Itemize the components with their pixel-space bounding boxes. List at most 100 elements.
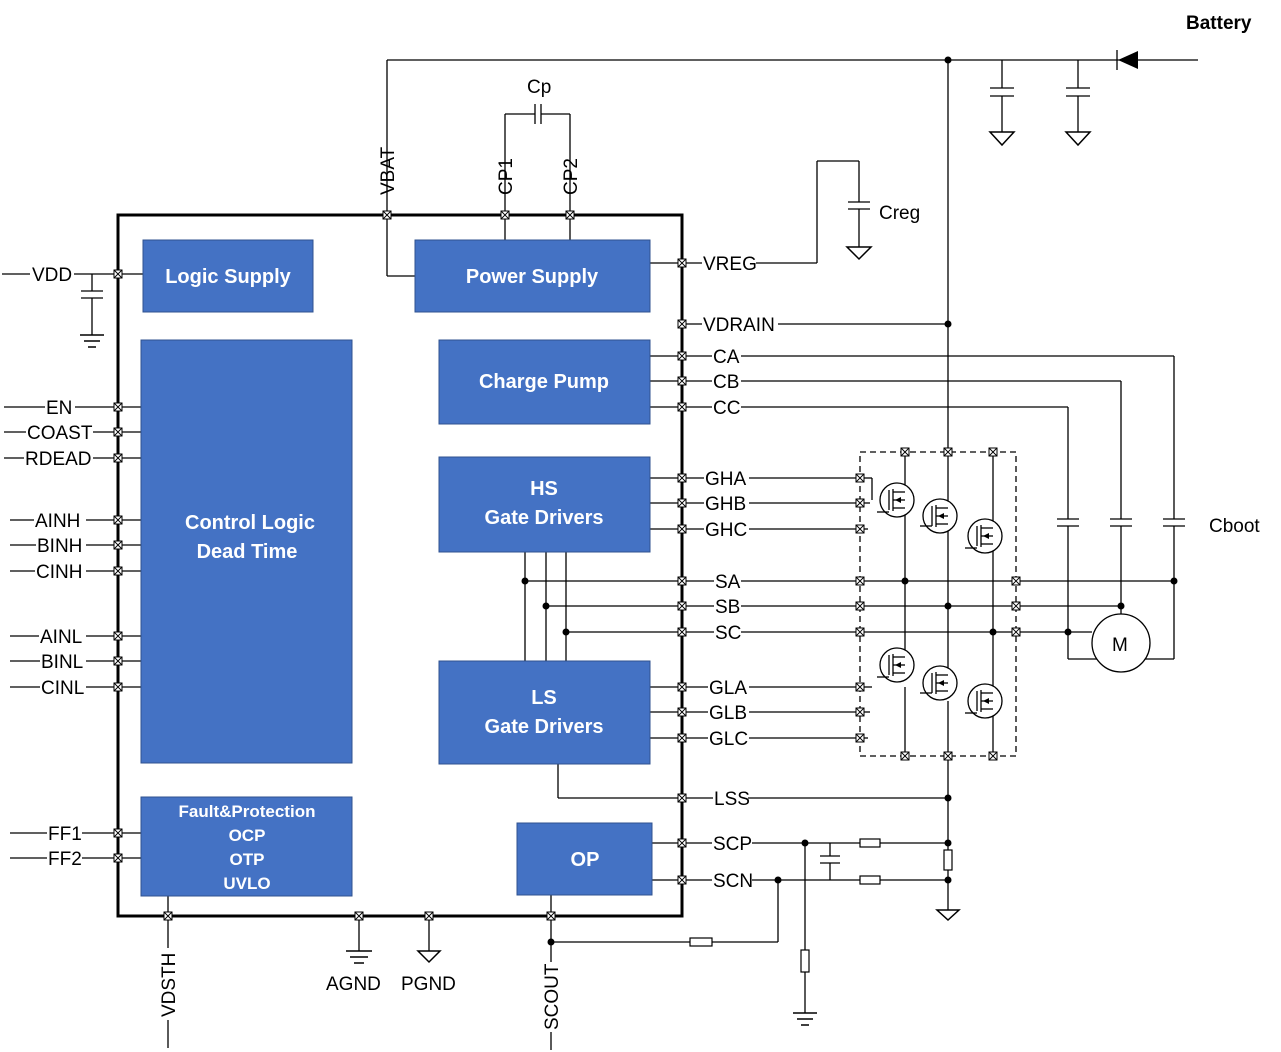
pin-pad-cross xyxy=(900,751,910,761)
control-logic-title: Control Logic xyxy=(185,512,315,534)
pin-pad-cross xyxy=(855,733,865,743)
pin-pad-cross xyxy=(382,210,392,220)
pin-pad-cross xyxy=(1011,601,1021,611)
fault-otp-label: OTP xyxy=(230,850,265,869)
pin-pad-cross xyxy=(113,828,123,838)
pin-pad-cross xyxy=(855,498,865,508)
pin-pad-cross xyxy=(677,319,687,329)
creg-label: Creg xyxy=(879,203,920,224)
pin-binh-label: BINH xyxy=(37,536,82,557)
ls-mosfet-b-icon xyxy=(920,665,958,701)
pin-cp2-label: CP2 xyxy=(561,158,582,195)
pin-pads xyxy=(113,210,1021,921)
pin-pad-cross xyxy=(113,402,123,412)
power-supply-label: Power Supply xyxy=(466,266,599,288)
pin-pad-cross xyxy=(900,447,910,457)
pin-pad-cross xyxy=(943,751,953,761)
pin-sb-label: SB xyxy=(715,597,740,618)
hs-mosfet-a-icon xyxy=(877,482,915,518)
pin-scn-label: SCN xyxy=(713,871,753,892)
pin-pad-cross xyxy=(163,911,173,921)
pin-glb-label: GLB xyxy=(709,703,747,724)
pin-pad-cross xyxy=(677,682,687,692)
pin-lss-label: LSS xyxy=(714,789,750,810)
pin-pad-cross xyxy=(677,838,687,848)
pin-ca-label: CA xyxy=(713,347,740,368)
pin-pad-cross xyxy=(424,911,434,921)
pin-pad-cross xyxy=(113,515,123,525)
pin-pad-cross xyxy=(943,447,953,457)
pin-pad-cross xyxy=(677,498,687,508)
pin-sa-label: SA xyxy=(715,572,741,593)
pin-pad-cross xyxy=(565,210,575,220)
pin-pad-cross xyxy=(677,258,687,268)
pin-pad-cross xyxy=(677,473,687,483)
pin-pad-cross xyxy=(113,540,123,550)
charge-pump-block: Charge Pump xyxy=(438,339,651,425)
pin-cp1-label: CP1 xyxy=(496,158,517,195)
pin-ff2-label: FF2 xyxy=(48,849,82,870)
pin-pad-cross xyxy=(677,707,687,717)
pin-pad-cross xyxy=(113,631,123,641)
pin-en-label: EN xyxy=(46,398,72,419)
cboot-label: Cboot xyxy=(1209,516,1260,537)
mosfet-bridge xyxy=(859,451,1017,798)
battery-rail: Battery xyxy=(386,13,1252,455)
pin-vdsth-label: VDSTH xyxy=(159,953,180,1017)
pin-glc-label: GLC xyxy=(709,729,748,750)
pin-pad-cross xyxy=(113,453,123,463)
pin-coast-label: COAST xyxy=(27,423,93,444)
fault-ocp-label: OCP xyxy=(229,826,266,845)
pin-pad-cross xyxy=(113,427,123,437)
ls-gate-drivers-subtitle: Gate Drivers xyxy=(485,716,604,738)
pin-pad-cross xyxy=(113,853,123,863)
pin-binl-label: BINL xyxy=(41,652,83,673)
pin-vbat-label: VBAT xyxy=(378,146,399,195)
charge-pump-label: Charge Pump xyxy=(479,371,609,393)
fault-uvlo-label: UVLO xyxy=(223,874,270,893)
pin-pad-cross xyxy=(677,733,687,743)
pin-ghc-label: GHC xyxy=(705,520,747,541)
ls-mosfet-c-icon xyxy=(965,683,1003,719)
pin-pad-cross xyxy=(677,376,687,386)
pin-pad-cross xyxy=(677,793,687,803)
control-logic-block: Control Logic Dead Time xyxy=(140,339,353,764)
pin-cc-label: CC xyxy=(713,398,740,419)
pin-ff1-label: FF1 xyxy=(48,824,82,845)
pin-gha-label: GHA xyxy=(705,469,747,490)
battery-label: Battery xyxy=(1186,13,1252,34)
pin-pad-cross xyxy=(677,627,687,637)
pin-pad-cross xyxy=(855,473,865,483)
pin-vdd-label: VDD xyxy=(32,265,72,286)
pin-pad-cross xyxy=(855,524,865,534)
pin-pad-cross xyxy=(113,656,123,666)
pin-ainh-label: AINH xyxy=(35,511,80,532)
left-pins: VDD EN COAST RDEAD AINH BINH CINH AINL B… xyxy=(2,265,118,870)
pin-ghb-label: GHB xyxy=(705,494,746,515)
pin-gla-label: GLA xyxy=(709,678,747,699)
cp-label: Cp xyxy=(527,77,551,98)
motor-label: M xyxy=(1112,635,1128,656)
pin-pad-cross xyxy=(677,351,687,361)
pin-pad-cross xyxy=(988,447,998,457)
cp-capacitor: Cp xyxy=(504,77,571,215)
pin-pad-cross xyxy=(113,566,123,576)
pin-scout-label: SCOUT xyxy=(542,963,563,1030)
pin-ainl-label: AINL xyxy=(40,627,82,648)
op-amp-block: OP xyxy=(516,822,653,896)
pin-pad-cross xyxy=(677,875,687,885)
pin-pad-cross xyxy=(855,682,865,692)
pin-pad-cross xyxy=(855,576,865,586)
logic-supply-block: Logic Supply xyxy=(142,239,314,313)
pin-pad-cross xyxy=(988,751,998,761)
pin-pad-cross xyxy=(500,210,510,220)
op-amp-label: OP xyxy=(571,849,600,871)
hs-mosfet-c-icon xyxy=(965,518,1003,554)
diode-icon xyxy=(1118,51,1138,69)
pin-agnd-label: AGND xyxy=(326,974,381,995)
hs-gate-drivers-title: HS xyxy=(530,478,558,500)
pin-pad-cross xyxy=(855,601,865,611)
ls-mosfet-a-icon xyxy=(877,647,915,683)
logic-supply-label: Logic Supply xyxy=(165,266,291,288)
